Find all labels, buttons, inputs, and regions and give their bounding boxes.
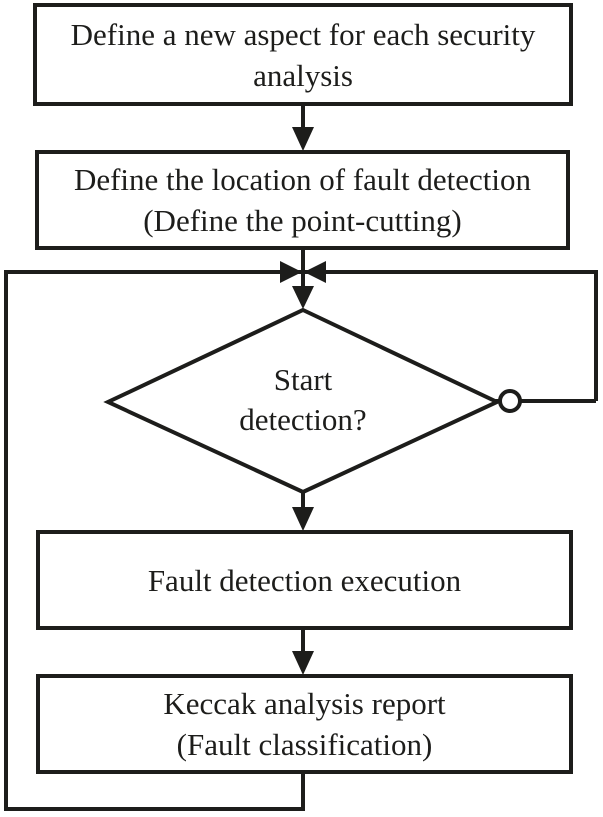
merge-arrowhead-right (304, 261, 326, 283)
node-keccak-report-line2: (Fault classification) (176, 727, 433, 762)
node-start-detection-label: Start detection? (203, 358, 403, 442)
node-fault-execution-line1: Fault detection execution (147, 562, 462, 598)
arrowhead-aspect-to-location (292, 127, 314, 151)
loop-connector-circle (498, 389, 522, 413)
node-define-aspect-line1: Define a new aspect for each security (70, 16, 536, 52)
arrowhead-diamond-to-execution (292, 507, 314, 531)
merge-arrowhead-left (280, 261, 302, 283)
node-define-aspect: Define a new aspect for each security an… (33, 3, 573, 106)
node-keccak-report: Keccak analysis report (Fault classifica… (36, 674, 573, 774)
node-keccak-report-line1: Keccak analysis report (163, 686, 446, 721)
node-define-location-line2: (Define the point-cutting) (143, 203, 462, 238)
node-fault-execution: Fault detection execution (36, 530, 573, 630)
arrowhead-junction-to-diamond (292, 286, 314, 309)
node-define-location-line1: Define the location of fault detection (73, 162, 532, 197)
decision-diamond-shape (103, 307, 502, 495)
node-start-detection-line2: detection? (239, 402, 367, 437)
node-define-aspect-line2: analysis (253, 57, 353, 93)
node-start-detection-line1: Start (273, 362, 333, 397)
arrowhead-execution-to-report (292, 651, 314, 675)
node-define-location: Define the location of fault detection (… (35, 150, 570, 250)
